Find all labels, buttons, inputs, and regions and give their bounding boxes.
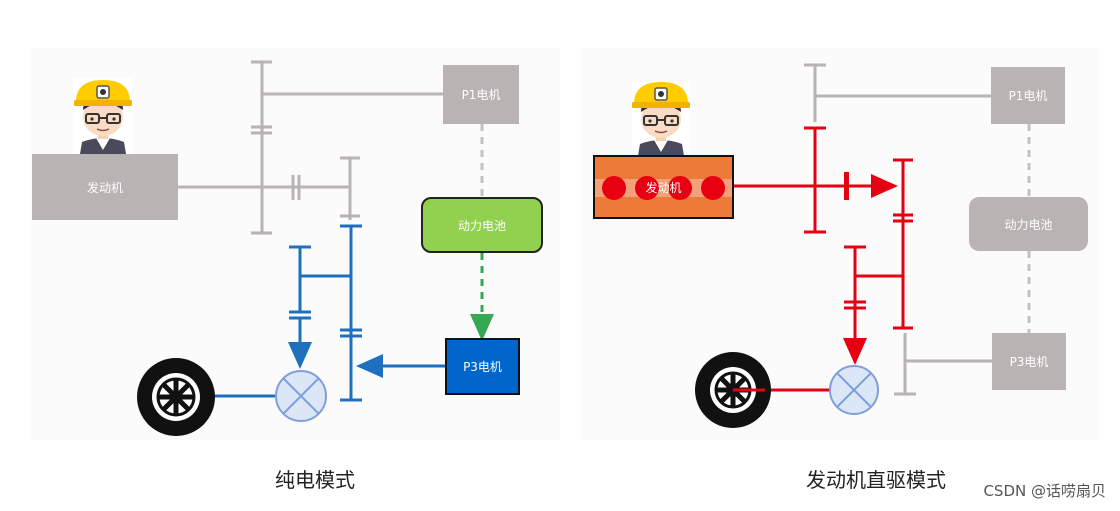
right-differential-icon bbox=[829, 365, 879, 415]
right-clutch-bar bbox=[844, 172, 849, 200]
right-p1-motor-box: P1电机 bbox=[991, 67, 1065, 124]
right-gray-gear-train bbox=[804, 63, 992, 396]
right-battery-label: 动力电池 bbox=[1004, 217, 1053, 232]
left-blue-power-path bbox=[178, 224, 445, 402]
left-p3-motor-label: P3电机 bbox=[463, 360, 502, 374]
left-p1-motor-label: P1电机 bbox=[461, 88, 501, 102]
left-engine-box: 发动机 bbox=[32, 154, 178, 220]
right-p3-motor-label: P3电机 bbox=[1009, 355, 1049, 369]
left-gray-gear-train bbox=[178, 60, 443, 235]
right-p1-motor-label: P1电机 bbox=[1008, 89, 1048, 103]
left-engineer-avatar-icon bbox=[74, 78, 132, 154]
left-panel-caption: 纯电模式 bbox=[275, 468, 355, 492]
left-differential-icon bbox=[275, 370, 327, 422]
engine-cylinder-3 bbox=[668, 176, 692, 200]
right-engineer-avatar-icon bbox=[632, 82, 690, 156]
left-p1-motor-box: P1电机 bbox=[443, 65, 519, 124]
right-panel-caption: 发动机直驱模式 bbox=[806, 468, 946, 492]
engine-cylinder-1 bbox=[602, 176, 626, 200]
right-red-power-path bbox=[734, 126, 913, 392]
right-engine-box: 发动机 bbox=[593, 155, 734, 219]
csdn-watermark: CSDN @话唠扇贝 bbox=[983, 482, 1106, 500]
left-engine-label: 发动机 bbox=[86, 180, 123, 195]
left-wheel-icon bbox=[137, 358, 215, 436]
engine-cylinder-4 bbox=[701, 176, 725, 200]
left-battery-box: 动力电池 bbox=[421, 197, 543, 253]
left-battery-label: 动力电池 bbox=[457, 218, 506, 233]
right-battery-box: 动力电池 bbox=[969, 197, 1088, 251]
right-engine-label: 发动机 bbox=[645, 180, 682, 195]
left-p3-motor-box: P3电机 bbox=[445, 338, 520, 395]
right-p3-motor-box: P3电机 bbox=[992, 333, 1066, 390]
engine-cylinder-band bbox=[595, 179, 732, 197]
engine-cylinder-2 bbox=[635, 176, 659, 200]
